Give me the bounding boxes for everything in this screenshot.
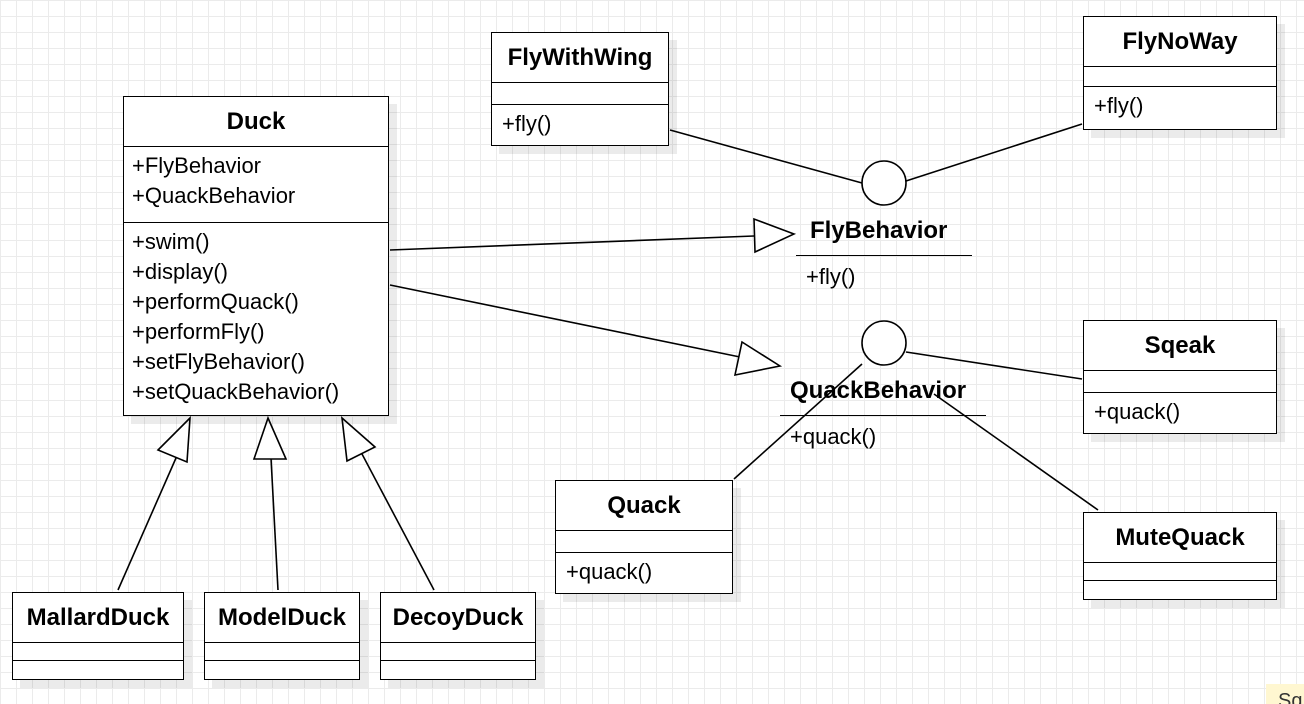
flywithwing-realization-line — [669, 129, 863, 184]
flybehavior-interface-operation: +fly() — [806, 264, 856, 289]
flywithwing-class-name: FlyWithWing — [492, 33, 668, 83]
mallardduck-class[interactable]: MallardDuck — [12, 592, 184, 680]
sqeak-operation: +quack() — [1094, 399, 1181, 424]
decoyduck-operations — [381, 661, 535, 677]
duck-to-quackbehavior-line — [389, 284, 741, 358]
flybehavior-interface-circle — [861, 160, 907, 206]
duck-operation: +setQuackBehavior() — [132, 379, 340, 404]
decoyduck-inheritance-line — [361, 453, 435, 591]
flywithwing-class[interactable]: FlyWithWing +fly() — [491, 32, 669, 146]
duck-operation: +swim() — [132, 229, 210, 254]
flywithwing-operations: +fly() — [492, 105, 668, 143]
flywithwing-attributes — [492, 83, 668, 105]
mallardduck-attributes — [13, 643, 183, 661]
flynoway-class[interactable]: FlyNoWay +fly() — [1083, 16, 1277, 130]
quack-operations: +quack() — [556, 553, 732, 591]
duck-to-flybehavior-line — [389, 235, 755, 251]
duck-class[interactable]: Duck +FlyBehavior +QuackBehavior +swim()… — [123, 96, 389, 416]
mutequack-class-name: MuteQuack — [1084, 513, 1276, 563]
duck-class-name: Duck — [124, 97, 388, 147]
mallardduck-class-name: MallardDuck — [13, 593, 183, 643]
mutequack-realization-line — [933, 393, 1099, 511]
flynoway-realization-line — [905, 123, 1083, 182]
mutequack-attributes — [1084, 563, 1276, 581]
modelduck-inheritance-arrowhead — [252, 415, 288, 460]
sqeak-attributes — [1084, 371, 1276, 393]
flybehavior-arrowhead — [753, 217, 797, 254]
flybehavior-interface-underline — [796, 255, 972, 256]
decoyduck-inheritance-arrowhead — [340, 416, 377, 463]
modelduck-inheritance-line — [270, 457, 279, 591]
flybehavior-interface-name: FlyBehavior — [810, 217, 948, 244]
quack-class[interactable]: Quack +quack() — [555, 480, 733, 594]
mallardduck-operations — [13, 661, 183, 677]
flynoway-class-name: FlyNoWay — [1084, 17, 1276, 67]
quackbehavior-arrowhead — [733, 340, 783, 377]
duck-operation: +performFly() — [132, 319, 265, 344]
modelduck-attributes — [205, 643, 359, 661]
duck-attribute: +QuackBehavior — [132, 183, 296, 208]
duck-attributes: +FlyBehavior +QuackBehavior — [124, 147, 388, 223]
flywithwing-operation: +fly() — [502, 111, 552, 136]
duck-operation: +performQuack() — [132, 289, 299, 314]
sqeak-class-name: Sqeak — [1084, 321, 1276, 371]
quackbehavior-interface-underline — [780, 415, 986, 416]
sqeak-realization-line — [905, 351, 1083, 380]
mutequack-class[interactable]: MuteQuack — [1083, 512, 1277, 600]
duck-operations: +swim() +display() +performQuack() +perf… — [124, 223, 388, 411]
modelduck-operations — [205, 661, 359, 677]
quack-realization-line — [733, 363, 863, 480]
quack-attributes — [556, 531, 732, 553]
decoyduck-class[interactable]: DecoyDuck — [380, 592, 536, 680]
flynoway-operations: +fly() — [1084, 87, 1276, 125]
mallardduck-inheritance-arrowhead — [156, 415, 191, 464]
duck-operation: +display() — [132, 259, 228, 284]
modelduck-class[interactable]: ModelDuck — [204, 592, 360, 680]
modelduck-class-name: ModelDuck — [205, 593, 359, 643]
sqeak-class[interactable]: Sqeak +quack() — [1083, 320, 1277, 434]
mutequack-operations — [1084, 581, 1276, 597]
quackbehavior-interface-operation: +quack() — [790, 424, 877, 449]
note-tooltip[interactable]: Sq — [1266, 684, 1304, 704]
decoyduck-attributes — [381, 643, 535, 661]
quack-class-name: Quack — [556, 481, 732, 531]
flynoway-operation: +fly() — [1094, 93, 1144, 118]
flynoway-attributes — [1084, 67, 1276, 87]
duck-operation: +setFlyBehavior() — [132, 349, 306, 374]
mallardduck-inheritance-line — [117, 457, 177, 591]
duck-attribute: +FlyBehavior — [132, 153, 262, 178]
quack-operation: +quack() — [566, 559, 653, 584]
decoyduck-class-name: DecoyDuck — [381, 593, 535, 643]
quackbehavior-interface-circle — [861, 320, 907, 366]
sqeak-operations: +quack() — [1084, 393, 1276, 431]
quackbehavior-interface-name: QuackBehavior — [790, 377, 967, 404]
